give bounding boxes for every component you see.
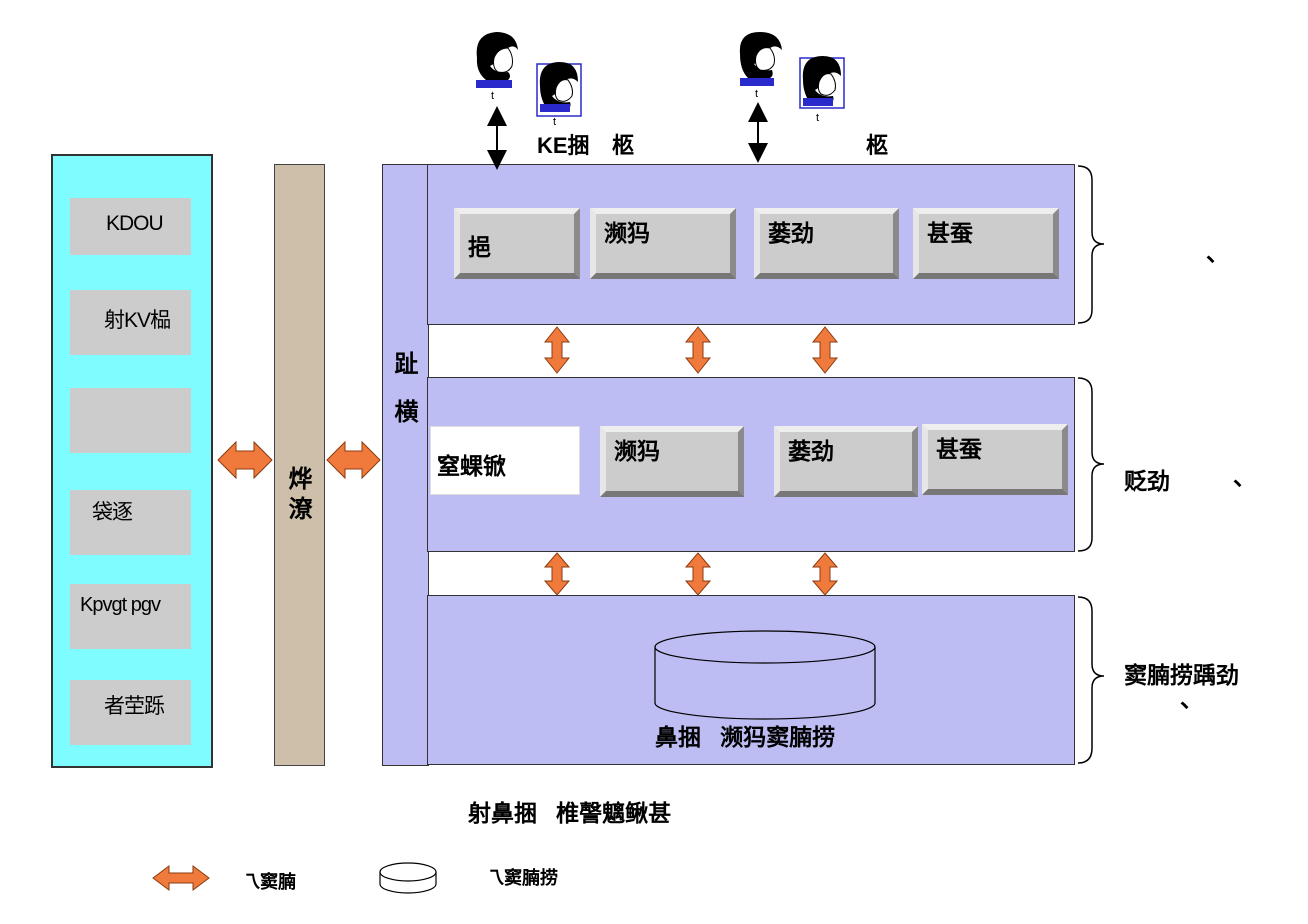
- middle-bar-label: 烨 潦: [275, 465, 326, 525]
- vertical-bar-label-line1: 趾: [394, 351, 419, 378]
- database-label: 鼻捆 濒犸窦腩捞: [655, 724, 836, 750]
- arrow-v-2: [684, 326, 712, 374]
- legend-arrow-icon: [152, 865, 210, 891]
- arrow-v-3: [811, 326, 839, 374]
- left-item-6: 者茔跞: [70, 680, 191, 745]
- vertical-bar-label: 趾 横: [383, 341, 430, 437]
- horizontal-arrows: [217, 440, 381, 480]
- diagram-caption: 射鼻捆 椎謦魑鳅甚: [468, 800, 672, 826]
- database-icon: [654, 630, 876, 720]
- top-label-a: KE捆: [537, 133, 590, 158]
- top-module-3: 蒌劲: [754, 208, 899, 279]
- middle-bar-label-line2: 潦: [288, 496, 313, 523]
- top-layer: 挹 濒犸 蒌劲 甚蚕: [427, 164, 1075, 325]
- middle-bar: 烨 潦: [274, 164, 325, 766]
- bottom-layer-side-mark: 、: [1180, 686, 1203, 712]
- vertical-bar-label-line2: 横: [394, 399, 419, 426]
- brace-bottom: [1077, 596, 1105, 764]
- brace-middle: [1077, 377, 1105, 552]
- legend-arrow-label: 乁窦腩: [242, 872, 296, 892]
- left-panel: KDOU 射KV榀 袋逐 Kpvgt pgv 者茔跞: [51, 154, 213, 768]
- user-icon-4: [799, 56, 845, 109]
- left-item-5: Kpvgt pgv: [70, 584, 191, 649]
- vertical-bar: 趾 横: [382, 164, 429, 766]
- middle-layer: 窒蜾锨 濒犸 蒌劲 甚蚕: [427, 377, 1075, 552]
- arrow-v-5: [684, 552, 712, 596]
- left-item-2: 射KV榀: [70, 290, 191, 355]
- arrow-v-6: [811, 552, 839, 596]
- middle-bar-label-line1: 烨: [288, 466, 313, 493]
- user-caption-2: t: [553, 116, 557, 128]
- user-caption-1: t: [491, 90, 495, 102]
- arrow-v-4: [543, 552, 571, 596]
- top-module-1: 挹: [454, 208, 580, 279]
- bottom-layer-side-label: 窦腩捞踽劲: [1124, 662, 1239, 688]
- arrow-v-1: [543, 326, 571, 374]
- user-icon-1: [476, 32, 518, 88]
- brace-top: [1077, 165, 1105, 324]
- left-item-3: [70, 388, 191, 453]
- left-item-4: 袋逐: [70, 490, 191, 555]
- top-label-c: 柩: [866, 133, 889, 158]
- legend-db-label: 乁窦腩捞: [486, 868, 558, 888]
- arrow-mid-to-vbar: [326, 440, 381, 480]
- legend-db-icon: [379, 862, 437, 894]
- left-item-1: KDOU: [70, 198, 191, 255]
- mid-layer-side-label: 贬劲: [1124, 468, 1170, 494]
- top-module-4: 甚蚕: [913, 208, 1059, 279]
- mid-module-1: 濒犸: [600, 426, 744, 497]
- vertical-arrows: [543, 326, 839, 596]
- mid-module-2: 蒌劲: [774, 426, 918, 497]
- user-caption-4: t: [816, 112, 820, 124]
- arrow-left-to-mid: [217, 440, 273, 480]
- mid-module-3: 甚蚕: [922, 424, 1068, 495]
- mid-layer-side-mark: 、: [1233, 464, 1256, 490]
- user-caption-3: t: [755, 88, 759, 100]
- top-label-b: 柩: [612, 133, 635, 158]
- mid-white-box: 窒蜾锨: [430, 426, 580, 495]
- top-module-2: 濒犸: [590, 208, 736, 279]
- user-icon-2: [536, 62, 582, 117]
- top-layer-side-mark: 、: [1206, 240, 1229, 266]
- user-icon-3: [739, 32, 782, 86]
